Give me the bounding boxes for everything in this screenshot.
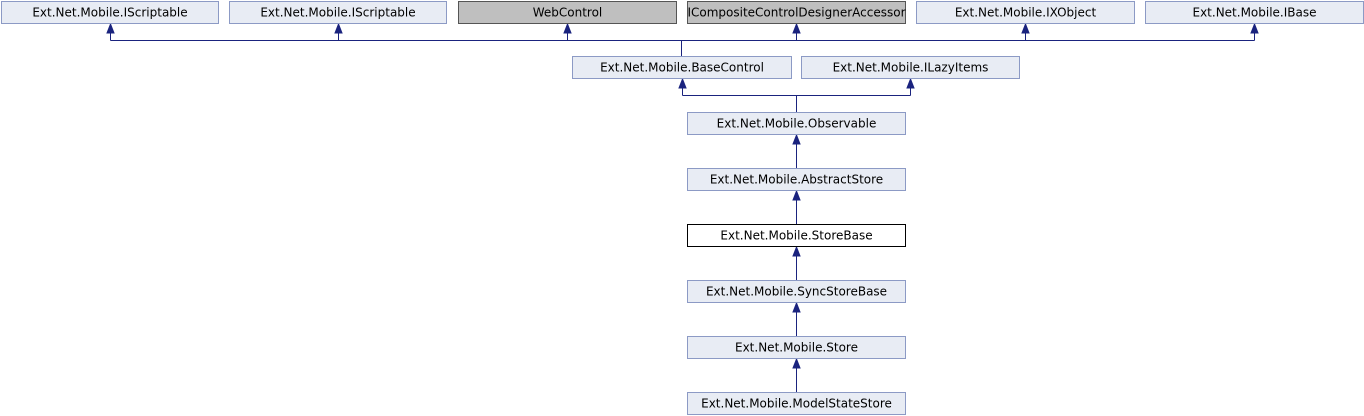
class-node-iscriptable1[interactable]: Ext.Net.Mobile.IScriptable <box>1 1 219 24</box>
inheritance-arrowhead <box>792 133 801 145</box>
inheritance-arrowhead <box>792 301 801 313</box>
class-box <box>687 112 906 135</box>
class-node-modelstatestore[interactable]: Ext.Net.Mobile.ModelStateStore <box>687 392 906 415</box>
class-box <box>687 224 906 247</box>
class-label: Ext.Net.Mobile.IBase <box>1192 6 1316 20</box>
class-node-ilazyitems[interactable]: Ext.Net.Mobile.ILazyItems <box>801 56 1020 79</box>
class-label: Ext.Net.Mobile.BaseControl <box>600 61 764 75</box>
class-box <box>687 336 906 359</box>
inheritance-arrowhead <box>106 22 115 34</box>
class-label: Ext.Net.Mobile.Observable <box>717 117 877 131</box>
class-label: Ext.Net.Mobile.IXObject <box>955 6 1097 20</box>
class-node-webcontrol[interactable]: WebControl <box>458 1 677 24</box>
class-label: Ext.Net.Mobile.SyncStoreBase <box>706 285 887 299</box>
class-node-abstractstore[interactable]: Ext.Net.Mobile.AbstractStore <box>687 168 906 191</box>
class-box <box>687 280 906 303</box>
class-box <box>687 1 906 24</box>
inheritance-arrowhead <box>563 22 572 34</box>
class-box <box>1 1 219 24</box>
inheritance-arrowhead <box>1250 22 1259 34</box>
class-node-icomposite[interactable]: ICompositeControlDesignerAccessor <box>687 1 906 24</box>
class-node-basecontrol[interactable]: Ext.Net.Mobile.BaseControl <box>572 56 792 79</box>
class-label: Ext.Net.Mobile.ILazyItems <box>833 61 989 75</box>
class-label: Ext.Net.Mobile.IScriptable <box>260 6 415 20</box>
class-node-ibase[interactable]: Ext.Net.Mobile.IBase <box>1145 1 1364 24</box>
class-label: Ext.Net.Mobile.AbstractStore <box>710 173 883 187</box>
class-node-iscriptable2[interactable]: Ext.Net.Mobile.IScriptable <box>229 1 447 24</box>
inheritance-arrowhead <box>334 22 343 34</box>
class-label: Ext.Net.Mobile.ModelStateStore <box>701 397 892 411</box>
class-box <box>687 392 906 415</box>
class-box <box>801 56 1020 79</box>
inheritance-arrowhead <box>792 189 801 201</box>
class-node-syncstorebase[interactable]: Ext.Net.Mobile.SyncStoreBase <box>687 280 906 303</box>
class-label: Ext.Net.Mobile.Store <box>735 341 858 355</box>
class-label: Ext.Net.Mobile.StoreBase <box>720 229 872 243</box>
class-box <box>687 168 906 191</box>
class-node-ixobject[interactable]: Ext.Net.Mobile.IXObject <box>916 1 1135 24</box>
inheritance-arrowhead <box>678 77 687 89</box>
class-box <box>229 1 447 24</box>
inheritance-arrowhead <box>792 245 801 257</box>
class-box <box>916 1 1135 24</box>
class-node-observable[interactable]: Ext.Net.Mobile.Observable <box>687 112 906 135</box>
class-label: WebControl <box>533 6 603 20</box>
inheritance-arrowhead <box>906 77 915 89</box>
class-box <box>458 1 677 24</box>
inheritance-arrowhead <box>1021 22 1030 34</box>
inheritance-arrowhead <box>792 357 801 369</box>
class-box <box>572 56 792 79</box>
inheritance-arrowhead <box>792 22 801 34</box>
class-node-store[interactable]: Ext.Net.Mobile.Store <box>687 336 906 359</box>
class-label: Ext.Net.Mobile.IScriptable <box>32 6 187 20</box>
class-label: ICompositeControlDesignerAccessor <box>687 6 905 20</box>
class-node-storebase[interactable]: Ext.Net.Mobile.StoreBase <box>687 224 906 247</box>
edges-layer <box>106 22 1259 392</box>
